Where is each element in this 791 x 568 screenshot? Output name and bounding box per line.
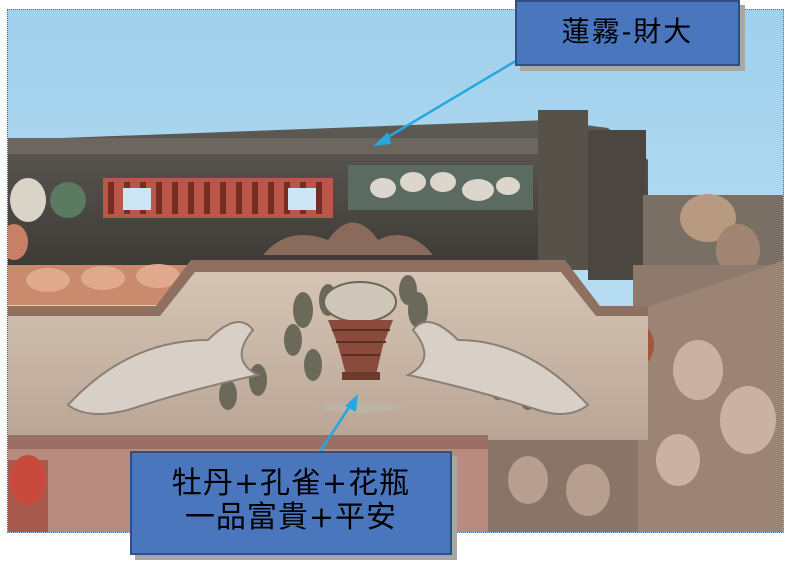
callout-top-label: 蓮霧-財大 bbox=[515, 0, 740, 66]
carved-relief-panel bbox=[8, 260, 648, 440]
callout-top-text: 蓮霧-財大 bbox=[561, 15, 694, 48]
callout-bottom-line2: 一品富貴+平安 bbox=[184, 500, 398, 535]
right-peacock bbox=[405, 321, 590, 415]
flower-vase bbox=[323, 281, 397, 380]
callout-bottom-label: 牡丹+孔雀+花瓶 一品富貴+平安 bbox=[130, 451, 452, 555]
upper-ridge-wall bbox=[8, 110, 648, 280]
right-building bbox=[488, 194, 783, 532]
crest-ornament bbox=[263, 222, 433, 255]
left-peacock bbox=[66, 321, 261, 415]
callout-bottom-line1: 牡丹+孔雀+花瓶 bbox=[171, 466, 411, 501]
